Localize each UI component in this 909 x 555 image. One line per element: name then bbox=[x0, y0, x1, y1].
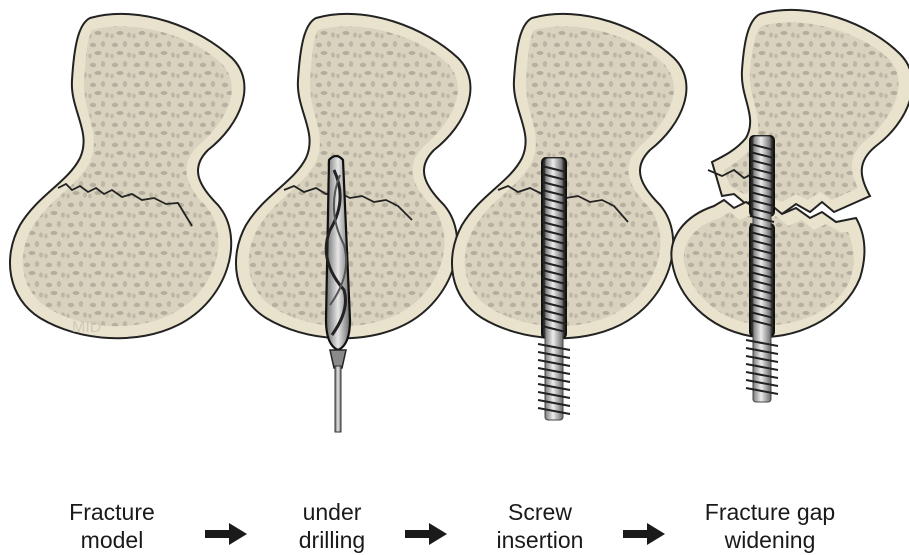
bone-screw-insertion bbox=[452, 14, 686, 420]
illustration: MID bbox=[0, 0, 909, 460]
right-arrow-icon bbox=[623, 523, 665, 545]
watermark: MID bbox=[72, 319, 101, 336]
right-arrow-icon bbox=[205, 523, 247, 545]
right-arrow-icon bbox=[405, 523, 447, 545]
bone-fracture-gap-widening bbox=[671, 10, 909, 402]
bone-fracture-model: MID bbox=[10, 14, 244, 338]
screw bbox=[746, 136, 778, 402]
screw bbox=[538, 158, 570, 420]
bone-under-drilling bbox=[236, 14, 470, 432]
